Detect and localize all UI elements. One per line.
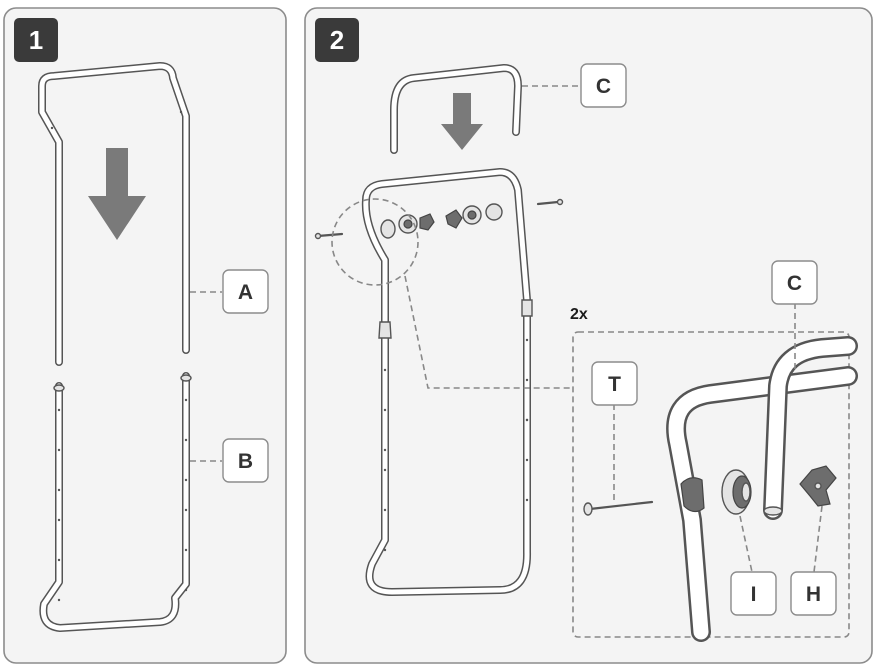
label-c-detail: C xyxy=(787,272,802,295)
nut-icon xyxy=(380,219,396,239)
label-h-box xyxy=(790,571,837,616)
exploded-hardware-right xyxy=(445,198,564,229)
frame-joint-right xyxy=(521,299,533,317)
down-arrow-icon xyxy=(441,93,483,150)
label-a: A xyxy=(238,281,253,304)
top-handle-c xyxy=(390,64,522,154)
callout-line-h xyxy=(813,505,823,573)
quantity-label: 2x xyxy=(570,306,588,323)
assembled-frame xyxy=(361,168,533,596)
label-t: T xyxy=(608,373,621,396)
label-i: I xyxy=(751,583,757,606)
tube-end-detail xyxy=(763,506,783,516)
label-c-top: C xyxy=(596,75,611,98)
tube-end-right xyxy=(180,374,192,382)
step-1-badge xyxy=(14,18,58,62)
label-b-box xyxy=(222,438,269,483)
step-2-number: 2 xyxy=(330,25,344,55)
frame-joint-left xyxy=(378,321,392,339)
detail-view xyxy=(583,336,858,642)
step-1-number: 1 xyxy=(29,25,43,55)
label-i-box xyxy=(730,571,777,616)
down-arrow-icon xyxy=(88,148,146,240)
nut-icon xyxy=(721,469,752,515)
detail-box xyxy=(572,331,850,638)
nut-icon xyxy=(485,203,503,221)
knob-icon xyxy=(799,465,837,507)
knob-icon xyxy=(445,209,463,229)
label-b: B xyxy=(238,450,253,473)
label-a-box xyxy=(222,269,269,314)
label-t-box xyxy=(591,361,638,406)
label-c-top-box xyxy=(580,63,627,108)
step-1-frame xyxy=(3,7,287,664)
detail-magnifier xyxy=(331,198,419,286)
exploded-hardware-left xyxy=(314,213,435,240)
label-h: H xyxy=(806,583,821,606)
lower-frame-b xyxy=(39,372,192,632)
step-2-badge xyxy=(315,18,359,62)
tube-end-left xyxy=(53,384,65,392)
knob-icon xyxy=(419,213,435,231)
label-c-detail-box xyxy=(771,260,818,305)
bolt-icon xyxy=(536,200,560,206)
step-1-panel: 1 A B xyxy=(3,7,287,664)
upper-frame-a xyxy=(38,62,190,366)
bolt-icon xyxy=(316,232,344,238)
bolt-icon xyxy=(583,500,654,516)
detail-leader-line xyxy=(404,275,573,389)
step-2-panel: 2 C xyxy=(304,7,873,664)
washer-icon xyxy=(680,477,705,513)
